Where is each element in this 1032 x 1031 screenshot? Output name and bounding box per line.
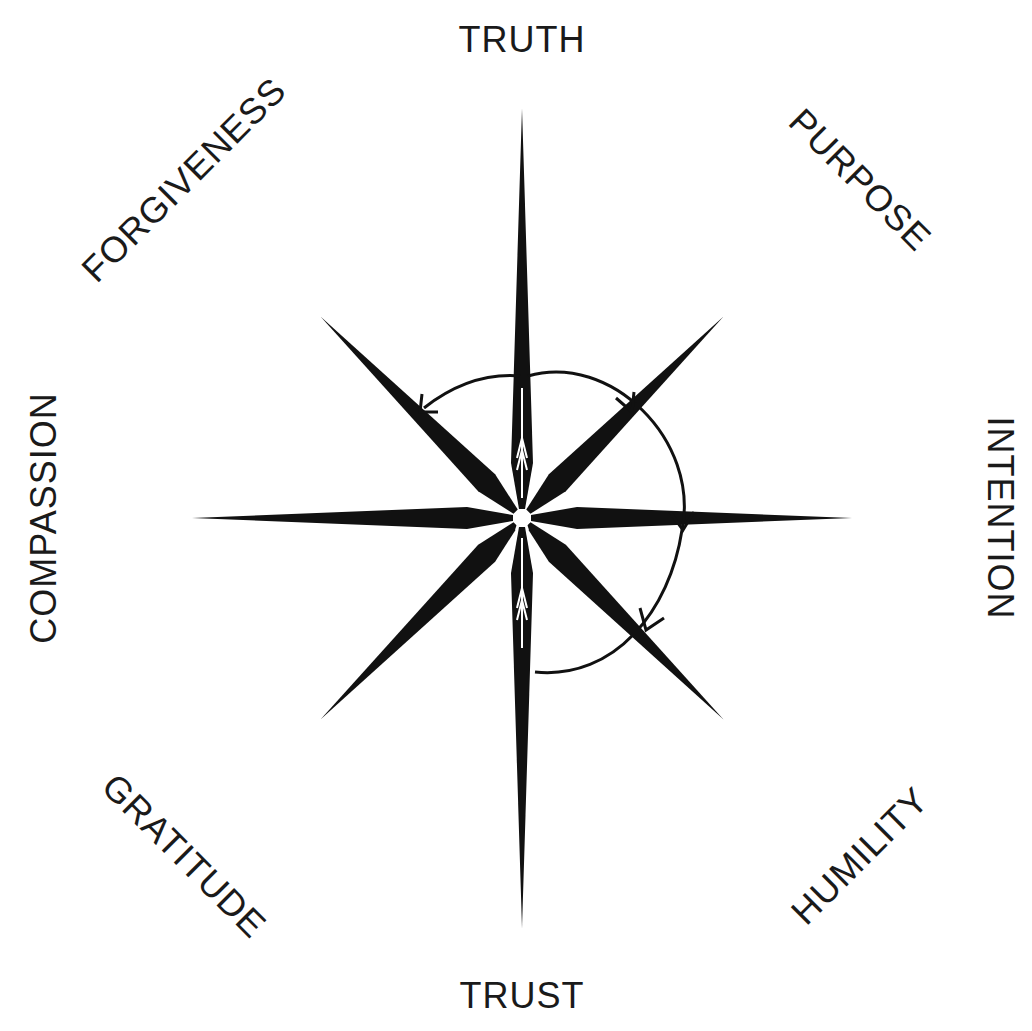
value-label: GRATITUDE [95,767,272,944]
value-label: COMPASSION [26,392,62,643]
value-label: HUMILITY [785,781,935,931]
value-label: PURPOSE [783,103,938,258]
value-label: TRUTH [459,22,586,58]
cycle-arrows [420,372,694,673]
value-label: INTENTION [982,417,1018,620]
star-points [192,108,852,928]
value-label: TRUST [460,978,585,1014]
value-label: FORGIVENESS [75,71,292,288]
